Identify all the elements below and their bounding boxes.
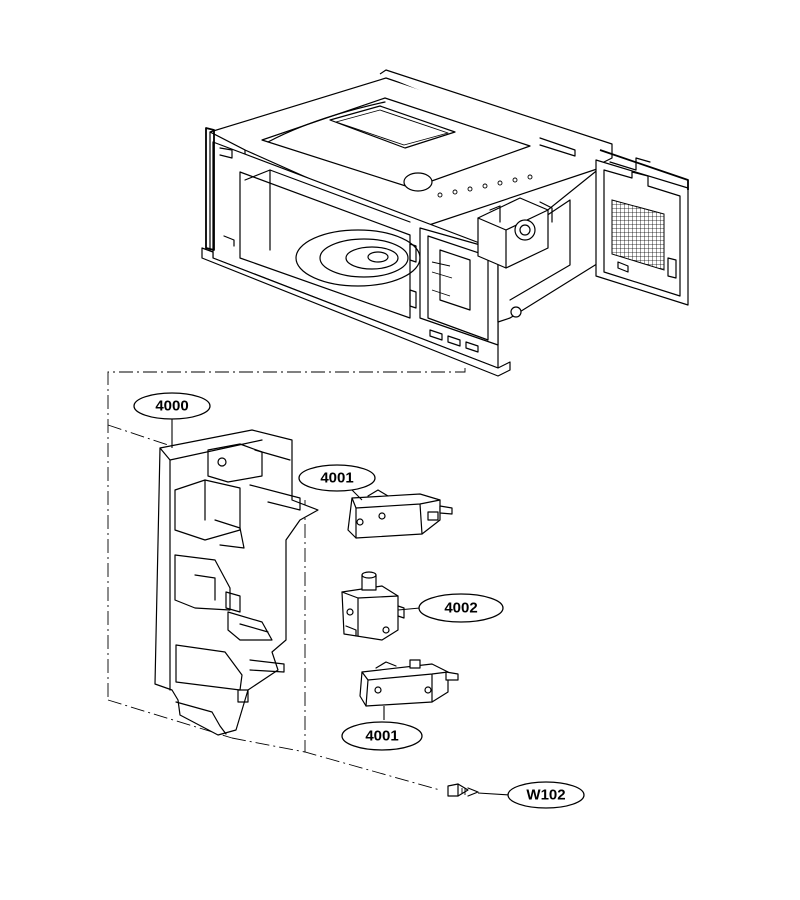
callout-label-4001-top: 4001 [320,470,353,487]
switch-top [347,489,453,539]
motor-bracket [477,197,553,269]
vent-holes [437,174,533,198]
callout-4000: 4000 [133,392,211,420]
switch-middle [341,571,405,641]
callout-4002: 4002 [418,593,504,623]
cavity-assembly [201,69,689,377]
callout-w102: W102 [507,781,585,809]
callout-label-4002: 4002 [444,600,477,617]
callout-label-4000: 4000 [155,398,188,415]
callout-4001-bottom: 4001 [341,721,423,751]
callout-4001-top: 4001 [298,464,376,492]
callout-label-4001-bottom: 4001 [365,728,398,745]
switch-bottom [359,659,459,707]
callout-label-w102: W102 [526,787,565,804]
leader-lines [171,418,511,796]
screw [447,783,479,797]
latch-board [154,429,319,736]
